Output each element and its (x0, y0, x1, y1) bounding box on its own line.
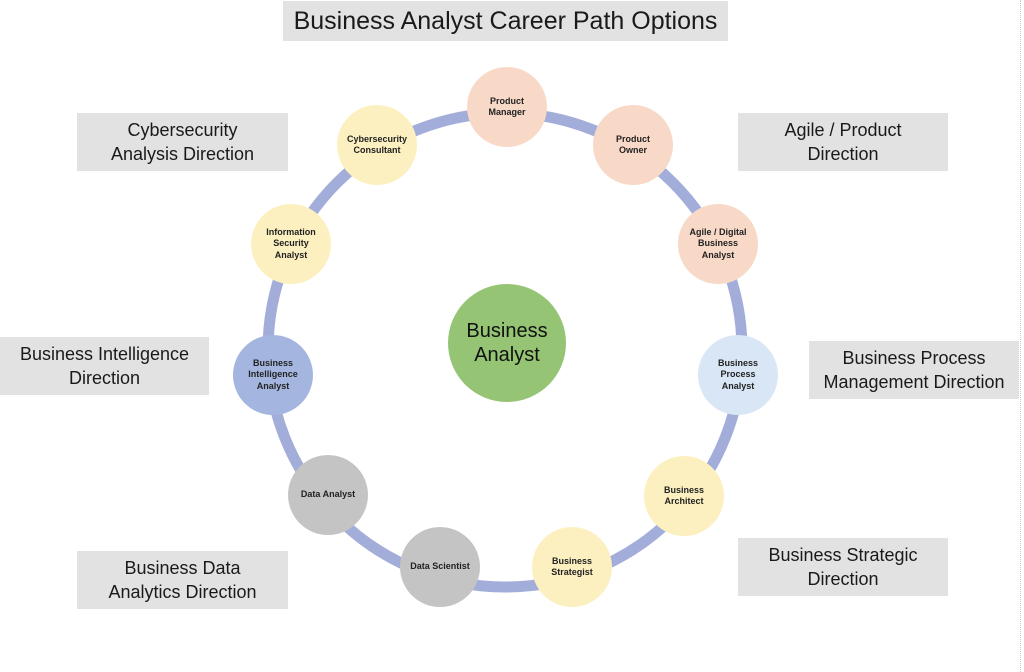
page-edge-divider (1020, 0, 1022, 672)
direction-business-data-analytics: Business Data Analytics Direction (77, 551, 288, 609)
node-cybersecurity-consultant: Cybersecurity Consultant (337, 105, 417, 185)
node-business-strategist: Business Strategist (532, 527, 612, 607)
node-business-process-analyst: Business Process Analyst (698, 335, 778, 415)
diagram-title: Business Analyst Career Path Options (283, 1, 728, 41)
node-business-architect: Business Architect (644, 456, 724, 536)
node-bi-analyst: Business Intelligence Analyst (233, 335, 313, 415)
center-business-analyst: Business Analyst (448, 284, 566, 402)
node-agile-digital-ba: Agile / Digital Business Analyst (678, 204, 758, 284)
direction-business-strategic: Business Strategic Direction (738, 538, 948, 596)
node-product-manager: Product Manager (467, 67, 547, 147)
node-data-scientist: Data Scientist (400, 527, 480, 607)
direction-business-process: Business Process Management Direction (809, 341, 1019, 399)
node-info-security-analyst: Information Security Analyst (251, 204, 331, 284)
node-product-owner: Product Owner (593, 105, 673, 185)
direction-business-intelligence: Business Intelligence Direction (0, 337, 209, 395)
direction-agile-product: Agile / Product Direction (738, 113, 948, 171)
direction-cybersecurity: Cybersecurity Analysis Direction (77, 113, 288, 171)
node-data-analyst: Data Analyst (288, 455, 368, 535)
